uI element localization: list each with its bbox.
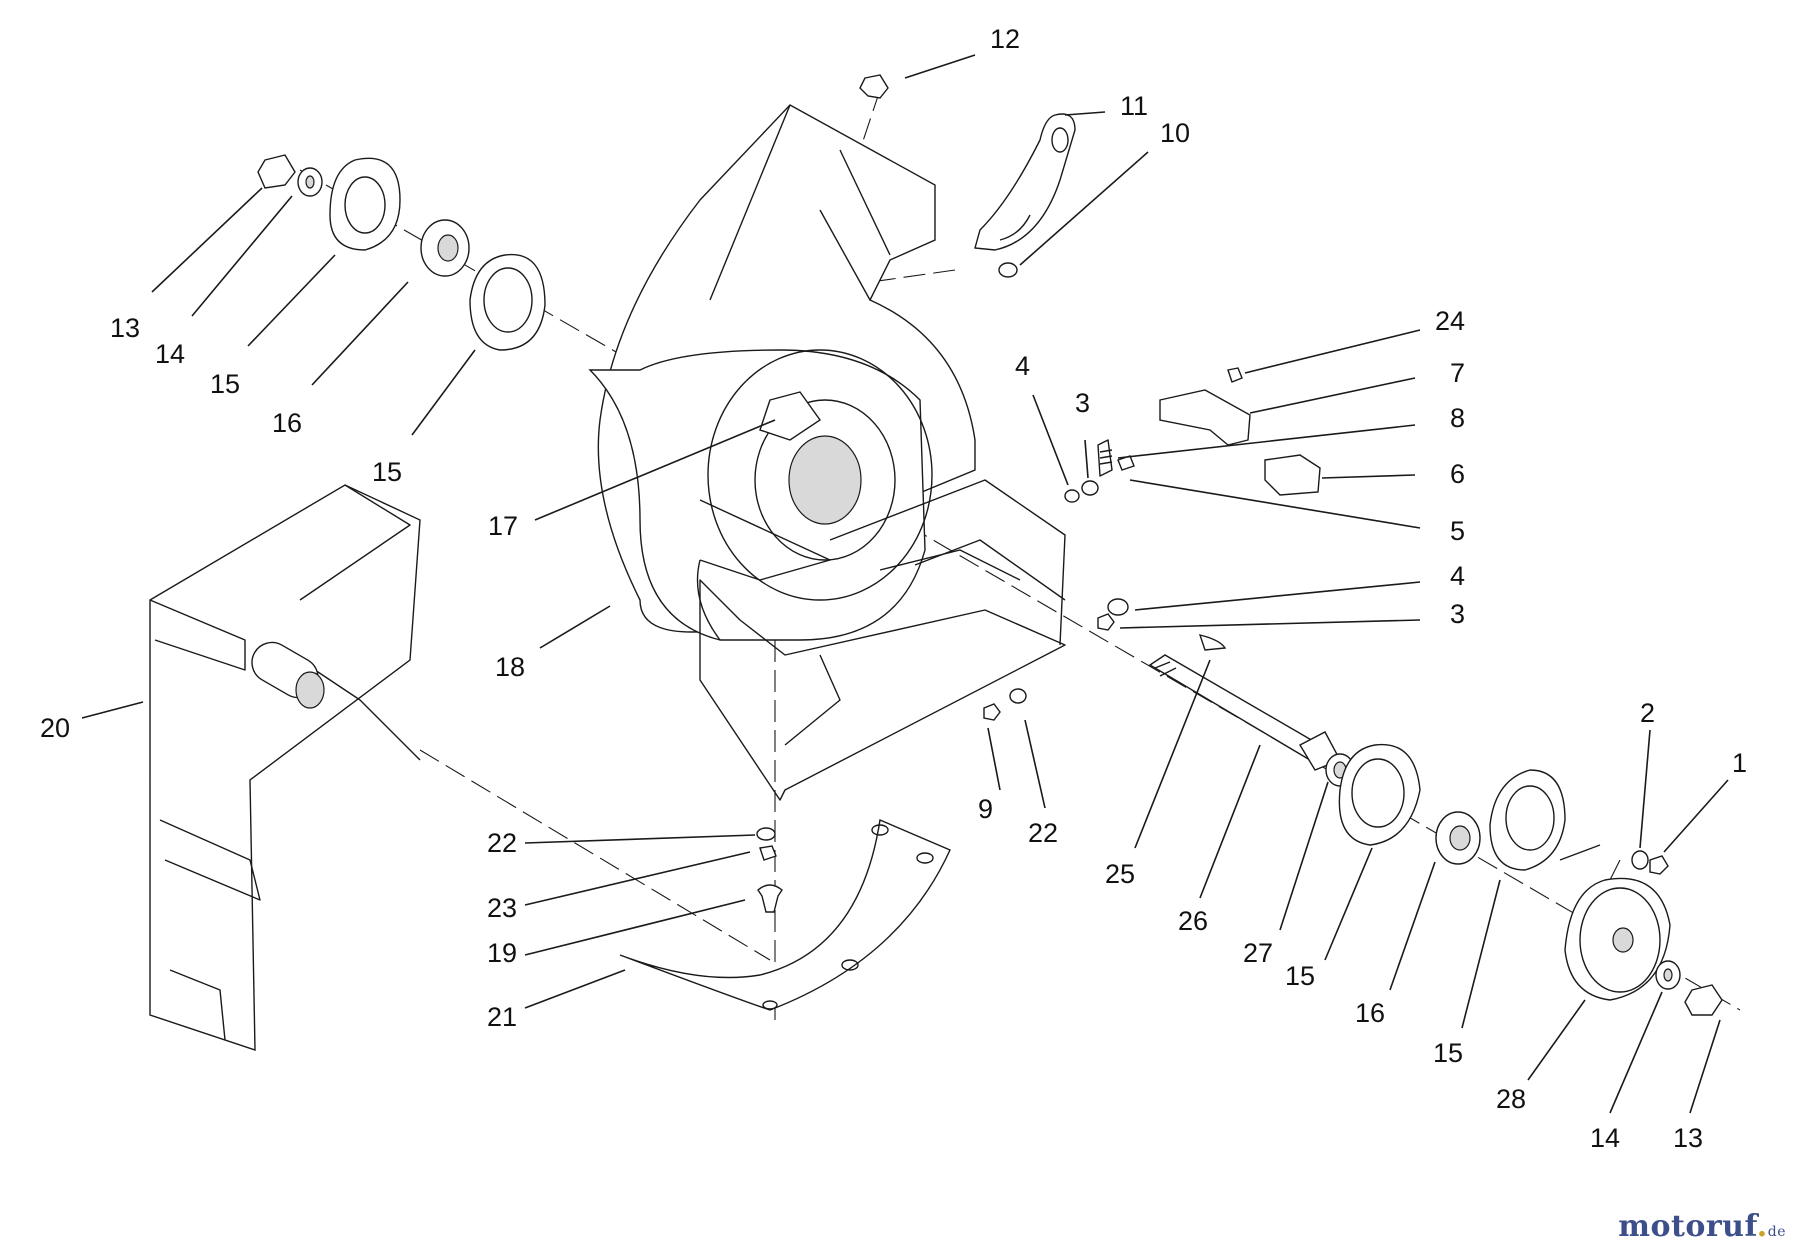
bearing-assembly-right [1338,743,1723,1016]
lower-housing-frame [699,479,1066,801]
watermark-main-text: motoruf [1618,1209,1757,1244]
callout-label: 28 [1496,1084,1526,1114]
callout-label: 20 [40,713,70,743]
watermark-tld-text: de [1767,1224,1786,1240]
callout-label: 14 [1590,1123,1620,1153]
callout-label: 22 [487,828,517,858]
callout-label: 7 [1450,358,1465,388]
chute-control-parts [1064,367,1321,631]
impeller-housing [588,349,933,641]
callout-label: 26 [1178,906,1208,936]
site-watermark: motoruf.de [1618,1209,1786,1244]
callout-label: 15 [372,457,402,487]
chute-hardware [859,74,1076,278]
callout-label: 15 [1285,961,1315,991]
callout-numbers: 12 11 10 13 14 15 16 15 24 7 8 6 5 4 3 4… [40,24,1747,1153]
callout-label: 25 [1105,859,1135,889]
callout-label: 14 [155,339,185,369]
callout-label: 18 [495,652,525,682]
callout-label: 2 [1640,698,1655,728]
callout-label: 16 [272,408,302,438]
callout-label: 16 [1355,998,1385,1028]
callout-label: 24 [1435,306,1465,336]
callout-label: 13 [110,313,140,343]
callout-label: 22 [1028,818,1058,848]
callout-label: 13 [1673,1123,1703,1153]
callout-label: 8 [1450,403,1465,433]
callout-label: 3 [1450,599,1465,629]
callout-label: 6 [1450,459,1465,489]
callout-label: 3 [1075,388,1090,418]
callout-label: 15 [210,369,240,399]
callout-label: 15 [1433,1038,1463,1068]
scraper-bar [619,819,951,1011]
impeller [149,484,421,1051]
callout-label: 1 [1732,748,1747,778]
callout-label: 10 [1160,118,1190,148]
callout-label: 4 [1015,351,1030,381]
bearing-assembly-left [257,154,546,351]
callout-label: 5 [1450,516,1465,546]
callout-label: 23 [487,893,517,923]
callout-label: 12 [990,24,1020,54]
callout-label: 19 [487,938,517,968]
callout-label: 4 [1450,561,1465,591]
callout-label: 11 [1120,91,1148,121]
callout-leader-lines [81,54,1729,1114]
callout-label: 17 [488,511,518,541]
callout-label: 9 [978,794,993,824]
callout-label: 27 [1243,938,1273,968]
callout-label: 21 [487,1002,517,1032]
